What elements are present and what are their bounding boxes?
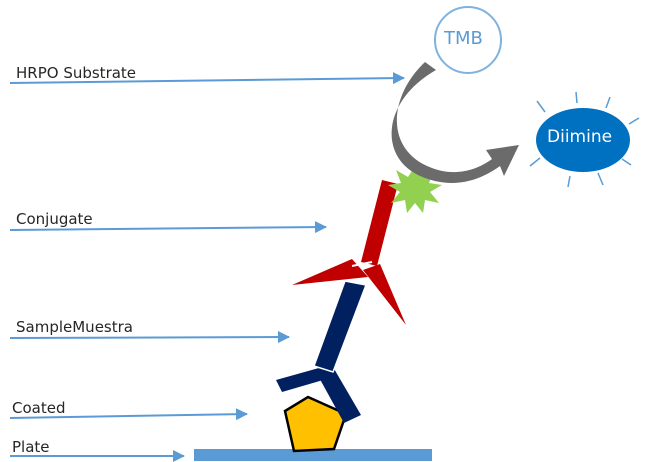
tmb-label: TMB bbox=[444, 28, 483, 49]
plate-label: Plate bbox=[12, 438, 50, 456]
hrpo-substrate-label: HRPO Substrate bbox=[16, 64, 137, 82]
sample-antibody-right-arm bbox=[316, 367, 361, 423]
coated-arrow bbox=[9, 408, 248, 421]
sample-antibody bbox=[276, 281, 366, 423]
sample-arrow bbox=[9, 331, 290, 344]
reaction-arrow bbox=[391, 62, 519, 183]
conjugate-arrow bbox=[9, 221, 327, 234]
diimine-rays bbox=[529, 91, 640, 188]
sample-antibody-stem bbox=[314, 281, 366, 372]
plate-bar bbox=[194, 449, 432, 461]
diimine-label: Diimine bbox=[547, 127, 613, 147]
conjugate-antibody-stem bbox=[361, 180, 398, 266]
conjugate-junction-outline bbox=[351, 261, 373, 267]
conjugate-antibody-left-arm bbox=[292, 259, 368, 285]
sample-antibody-stem-outline bbox=[313, 280, 368, 373]
conjugate-antibody-right-arm bbox=[363, 264, 406, 325]
conjugate-label: Conjugate bbox=[16, 210, 93, 228]
coated-label: Coated bbox=[12, 399, 66, 417]
conjugate-antibody bbox=[292, 180, 406, 325]
hrpo-arrow bbox=[9, 72, 405, 85]
tmb-node bbox=[434, 6, 502, 74]
sample-label: SampleMuestra bbox=[16, 318, 133, 336]
diimine-node bbox=[536, 108, 630, 172]
